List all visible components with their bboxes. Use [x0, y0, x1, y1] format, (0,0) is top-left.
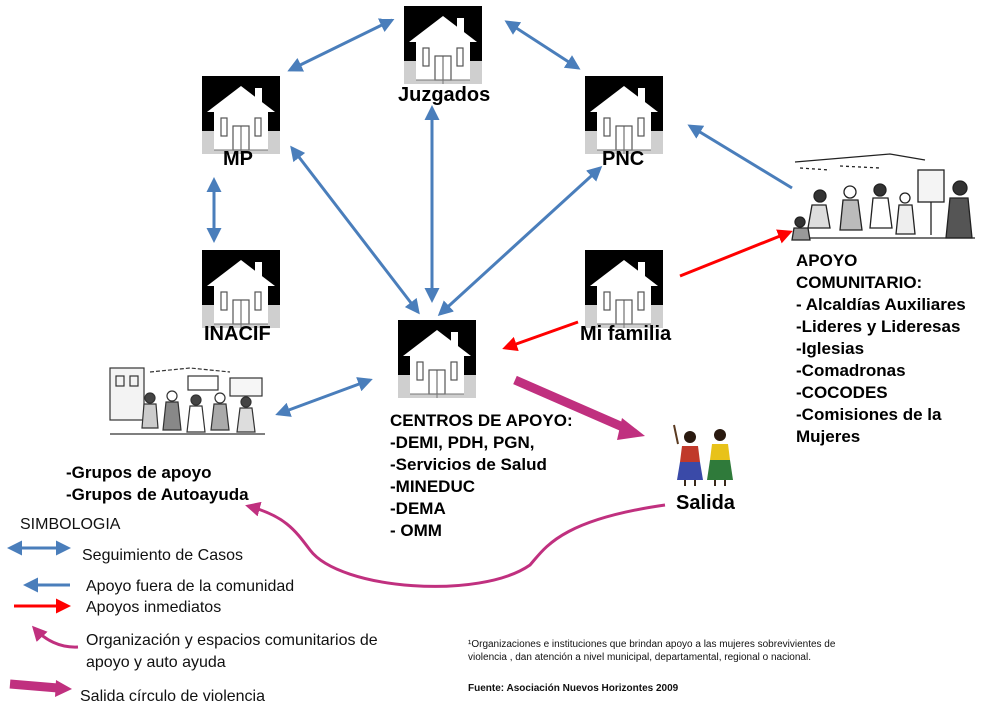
comunitario-item: -Iglesias: [796, 339, 865, 358]
label-juzgados: Juzgados: [398, 84, 491, 106]
legend-apoyo-fuera: Apoyo fuera de la comunidad: [86, 578, 295, 595]
footnote-line-1: ¹Organizaciones e instituciones que brin…: [468, 639, 836, 650]
centros-item: -DEMA: [390, 499, 446, 518]
centros-item: - OMM: [390, 521, 442, 540]
centros-title: CENTROS DE APOYO:: [390, 411, 573, 430]
centros-item: -DEMI, PDH, PGN,: [390, 433, 535, 452]
house-inacif-icon: [201, 249, 281, 329]
arrow-comunitario-pnc: [687, 124, 793, 190]
curve-salida-grupos: [245, 501, 666, 588]
arrow-salida-head: [617, 418, 645, 440]
apoyo-comunitario-block: APOYO COMUNITARIO: - Alcaldías Auxiliare…: [796, 250, 966, 448]
comunitario-item: -COCODES: [796, 383, 888, 402]
arrow-salida-shaft: [513, 375, 627, 433]
comunitario-item: -Lideres y Lideresas: [796, 317, 961, 336]
legend-thick-arrow-head: [55, 680, 72, 697]
label-inacif: INACIF: [204, 323, 271, 345]
comunitario-item: Mujeres: [796, 427, 861, 446]
arrow-grupos-centros: [275, 377, 373, 417]
comunitario-item: -Comadronas: [796, 361, 906, 380]
grupos-line-1: -Grupos de apoyo: [66, 463, 212, 482]
footnote-source: Fuente: Asociación Nuevos Horizontes 200…: [468, 683, 679, 694]
label-pnc: PNC: [602, 148, 645, 170]
centros-item: -Servicios de Salud: [390, 455, 547, 474]
grupos-line-2: -Grupos de Autoayuda: [66, 485, 249, 504]
arrow-mp-centros: [290, 145, 420, 315]
legend-title: SIMBOLOGIA: [20, 516, 121, 533]
comunitario-item: - Alcaldías Auxiliares: [796, 295, 966, 314]
community-illustration: [791, 153, 975, 241]
centros-item: -MINEDUC: [390, 477, 475, 496]
legend-organizacion-1: Organización y espacios comunitarios de: [86, 632, 378, 649]
arrow-familia-comunitario: [679, 229, 793, 278]
arrow-familia-centros: [502, 320, 579, 352]
legend-curve-arrow-icon: [31, 625, 79, 649]
arrow-mp-juzgados: [287, 18, 395, 72]
arrow-juzgados-pnc: [504, 20, 581, 70]
house-mp-icon: [201, 75, 281, 155]
women-walking-illustration: [673, 424, 733, 486]
label-mp: MP: [223, 148, 253, 170]
footnote-line-2: violencia , dan atención a nivel municip…: [468, 652, 811, 663]
legend-salida-circulo: Salida círculo de violencia: [80, 688, 265, 705]
support-groups-illustration: [109, 367, 265, 435]
legend-inmediatos: Apoyos inmediatos: [86, 599, 222, 616]
arrow-pnc-centros: [437, 165, 603, 317]
house-mi-familia-icon: [584, 249, 664, 329]
label-salida: Salida: [676, 492, 735, 514]
comunitario-title-2: COMUNITARIO:: [796, 273, 923, 292]
house-centros-icon: [397, 319, 477, 399]
legend-seguimiento: Seguimiento de Casos: [82, 547, 243, 564]
legend-thick-arrow-shaft: [9, 679, 59, 693]
comunitario-title-1: APOYO: [796, 251, 858, 270]
comunitario-item: -Comisiones de la: [796, 405, 942, 424]
centros-de-apoyo-block: CENTROS DE APOYO: -DEMI, PDH, PGN, -Serv…: [390, 410, 573, 542]
legend-organizacion-2: apoyo y auto ayuda: [86, 654, 226, 671]
label-mi-familia: Mi familia: [580, 323, 672, 345]
house-pnc-icon: [584, 75, 664, 155]
grupos-block: -Grupos de apoyo -Grupos de Autoayuda: [66, 462, 249, 506]
house-juzgados-icon: [403, 5, 483, 85]
